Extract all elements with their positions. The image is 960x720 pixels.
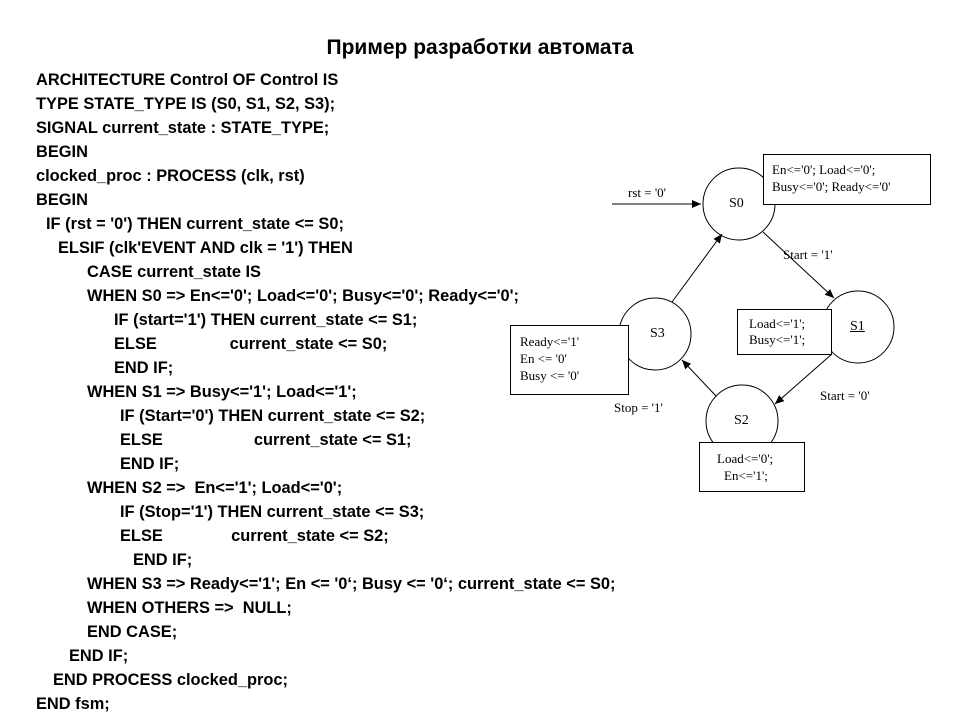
code-line: BEGIN [36,143,88,161]
code-line: ELSE current_state <= S1; [120,431,412,449]
code-line: WHEN S1 => Busy<='1'; Load<='1'; [87,383,357,401]
output-line: Busy<='0'; Ready<='0' [772,179,891,194]
output-line: En <= '0' [520,351,567,366]
page-title: Пример разработки автомата [326,36,634,59]
code-line: clocked_proc : PROCESS (clk, rst) [36,167,305,185]
code-line: END CASE; [87,623,178,641]
state-s0-outputs-box: En<='0'; Load<='0'; Busy<='0'; Ready<='0… [763,154,931,205]
code-line: END IF; [120,455,180,473]
code-line: WHEN OTHERS => NULL; [87,599,292,617]
code-line: IF (start='1') THEN current_state <= S1; [114,311,418,329]
reset-condition-label: rst = '0' [628,185,667,200]
transition-s0-s1-label: Start = '1' [783,247,833,262]
code-line: IF (Start='0') THEN current_state <= S2; [120,407,426,425]
output-line: Load<='0'; [717,451,774,466]
state-s0-label: S0 [729,196,744,211]
transition-s1-s2-arrow [774,353,833,405]
transition-s3-s0-arrow [671,233,723,303]
code-line: WHEN S0 => En<='0'; Load<='0'; Busy<='0'… [87,287,520,305]
transition-s0-s1-arrow [762,231,835,299]
code-line: ELSE current_state <= S0; [114,335,388,353]
code-line: END IF; [69,647,129,665]
code-line: ELSIF (clk'EVENT AND clk = '1') THEN [58,239,353,257]
output-line: Load<='1'; [749,316,806,331]
output-line: En<='0'; Load<='0'; [772,162,876,177]
state-s2-outputs-box: Load<='0'; En<='1'; [699,442,805,492]
output-line: Busy<='1'; [749,332,806,347]
state-s1-label: S1 [850,319,865,334]
code-line: ELSE current_state <= S2; [120,527,389,545]
output-line: En<='1'; [724,468,768,483]
code-line: BEGIN [36,191,88,209]
state-s3-label: S3 [650,326,665,341]
code-line: END IF; [114,359,174,377]
code-line: ARCHITECTURE Control OF Control IS [36,71,339,89]
code-line: CASE current_state IS [87,263,261,281]
code-line: END IF; [133,551,193,569]
output-line: Busy <= '0' [520,368,580,383]
output-line: Ready<='1' [520,334,580,349]
code-line: END fsm; [36,695,110,713]
code-line: WHEN S3 => Ready<='1'; En <= '0‘; Busy <… [87,575,616,593]
code-line: IF (Stop='1') THEN current_state <= S3; [120,503,425,521]
code-line: END PROCESS clocked_proc; [53,671,288,689]
state-s1-outputs-box: Load<='1'; Busy<='1'; [737,309,832,355]
code-line: TYPE STATE_TYPE IS (S0, S1, S2, S3); [36,95,336,113]
transition-s2-s3-arrow [681,359,717,397]
code-line: SIGNAL current_state : STATE_TYPE; [36,119,330,137]
state-s2-label: S2 [734,413,749,428]
code-line: WHEN S2 => En<='1'; Load<='0'; [87,479,343,497]
transition-s2-s3-label: Stop = '1' [614,400,663,415]
code-line: IF (rst = '0') THEN current_state <= S0; [46,215,344,233]
state-s3-outputs-box: Ready<='1' En <= '0' Busy <= '0' [510,325,629,395]
transition-s1-s2-label: Start = '0' [820,388,870,403]
